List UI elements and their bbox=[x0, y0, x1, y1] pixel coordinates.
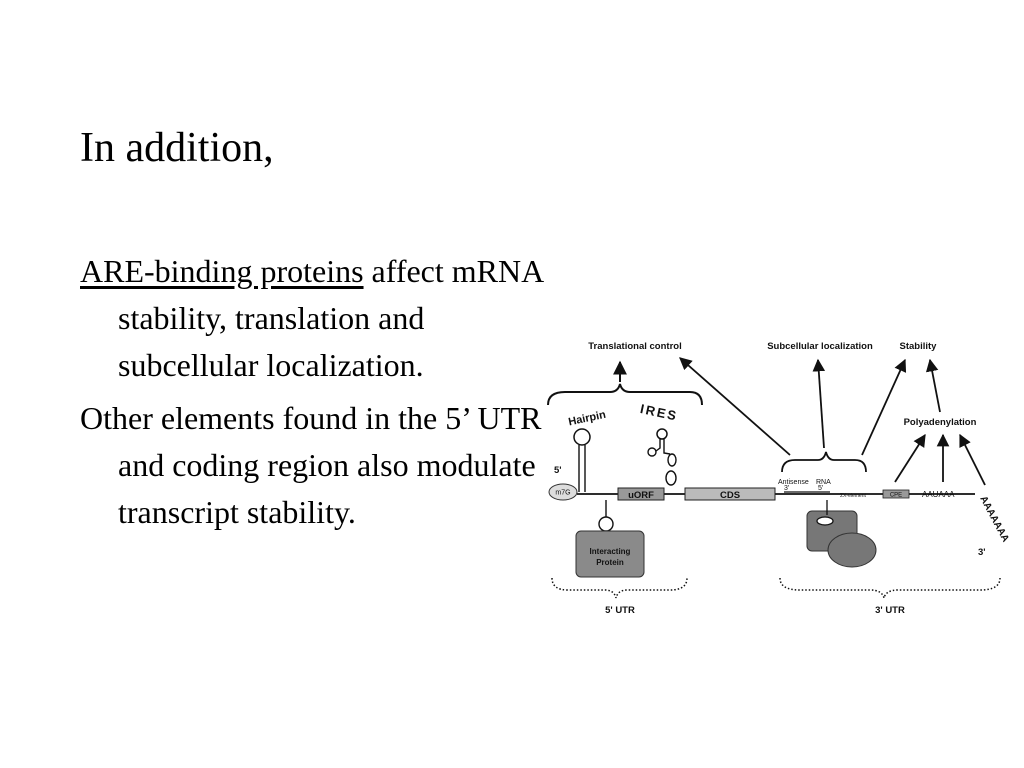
arrow-to-translational bbox=[679, 357, 791, 456]
uorf-box bbox=[617, 487, 665, 501]
bullet-are-binding-text: affect mRNA stability, translation and s… bbox=[118, 253, 543, 383]
label-three-prime-end: 3' bbox=[978, 547, 986, 558]
bullet-list: ARE-binding proteins affect mRNA stabili… bbox=[80, 248, 550, 542]
label-subcellular-localization: Subcellular localization bbox=[767, 341, 873, 352]
label-antisense-5: 5' bbox=[818, 485, 823, 492]
bullet-are-binding: ARE-binding proteins affect mRNA stabili… bbox=[80, 248, 550, 389]
hairpin-loop bbox=[573, 428, 591, 446]
arrow-to-stability-2 bbox=[925, 358, 941, 413]
arrow-cpe-poly bbox=[894, 433, 926, 483]
label-five-prime: 5' bbox=[554, 465, 562, 476]
utr3-brace bbox=[779, 577, 1001, 599]
label-polya: AAAAAAA bbox=[977, 494, 1010, 544]
label-auuaaa: AAUAAA bbox=[922, 490, 955, 499]
left-brace bbox=[547, 383, 703, 406]
slide-title: In addition, bbox=[80, 125, 274, 171]
label-translational-control: Translational control bbox=[588, 341, 681, 352]
utr3-binding-protein-2 bbox=[827, 532, 877, 568]
label-uorf: uORF bbox=[628, 490, 654, 501]
label-antisense: Antisense bbox=[778, 479, 809, 486]
label-rna: RNA bbox=[816, 479, 831, 486]
arrow-to-stability-1 bbox=[861, 358, 907, 456]
arrow-polya-poly bbox=[959, 433, 986, 486]
right-brace bbox=[781, 451, 867, 473]
label-m7g: m7G bbox=[555, 490, 570, 497]
label-5-utr: 5' UTR bbox=[605, 605, 635, 616]
cpe-box bbox=[882, 489, 910, 499]
label-element: ΣX-element bbox=[840, 493, 866, 499]
utr5-brace bbox=[551, 577, 688, 599]
label-cpe: CPE bbox=[890, 493, 902, 499]
arrow-to-localization bbox=[812, 358, 826, 449]
label-antisense-3: 3' bbox=[784, 485, 789, 492]
label-stability: Stability bbox=[900, 341, 938, 352]
label-cds: CDS bbox=[720, 490, 740, 501]
label-ires: IRES bbox=[639, 401, 680, 424]
label-interacting: Interacting bbox=[590, 547, 631, 556]
label-hairpin: Hairpin bbox=[567, 409, 607, 429]
bullet-other-elements: Other elements found in the 5’ UTR and c… bbox=[80, 400, 542, 530]
interacting-protein bbox=[575, 530, 645, 578]
are-binding-link[interactable]: ARE-binding proteins bbox=[80, 253, 364, 289]
label-polyadenylation: Polyadenylation bbox=[904, 417, 977, 428]
label-3-utr: 3' UTR bbox=[875, 605, 905, 616]
label-protein: Protein bbox=[596, 558, 624, 567]
mrna-regulation-diagram: Translational control Subcellular locali… bbox=[547, 341, 1011, 616]
cds-box bbox=[684, 487, 776, 501]
m7g-cap bbox=[548, 483, 578, 501]
